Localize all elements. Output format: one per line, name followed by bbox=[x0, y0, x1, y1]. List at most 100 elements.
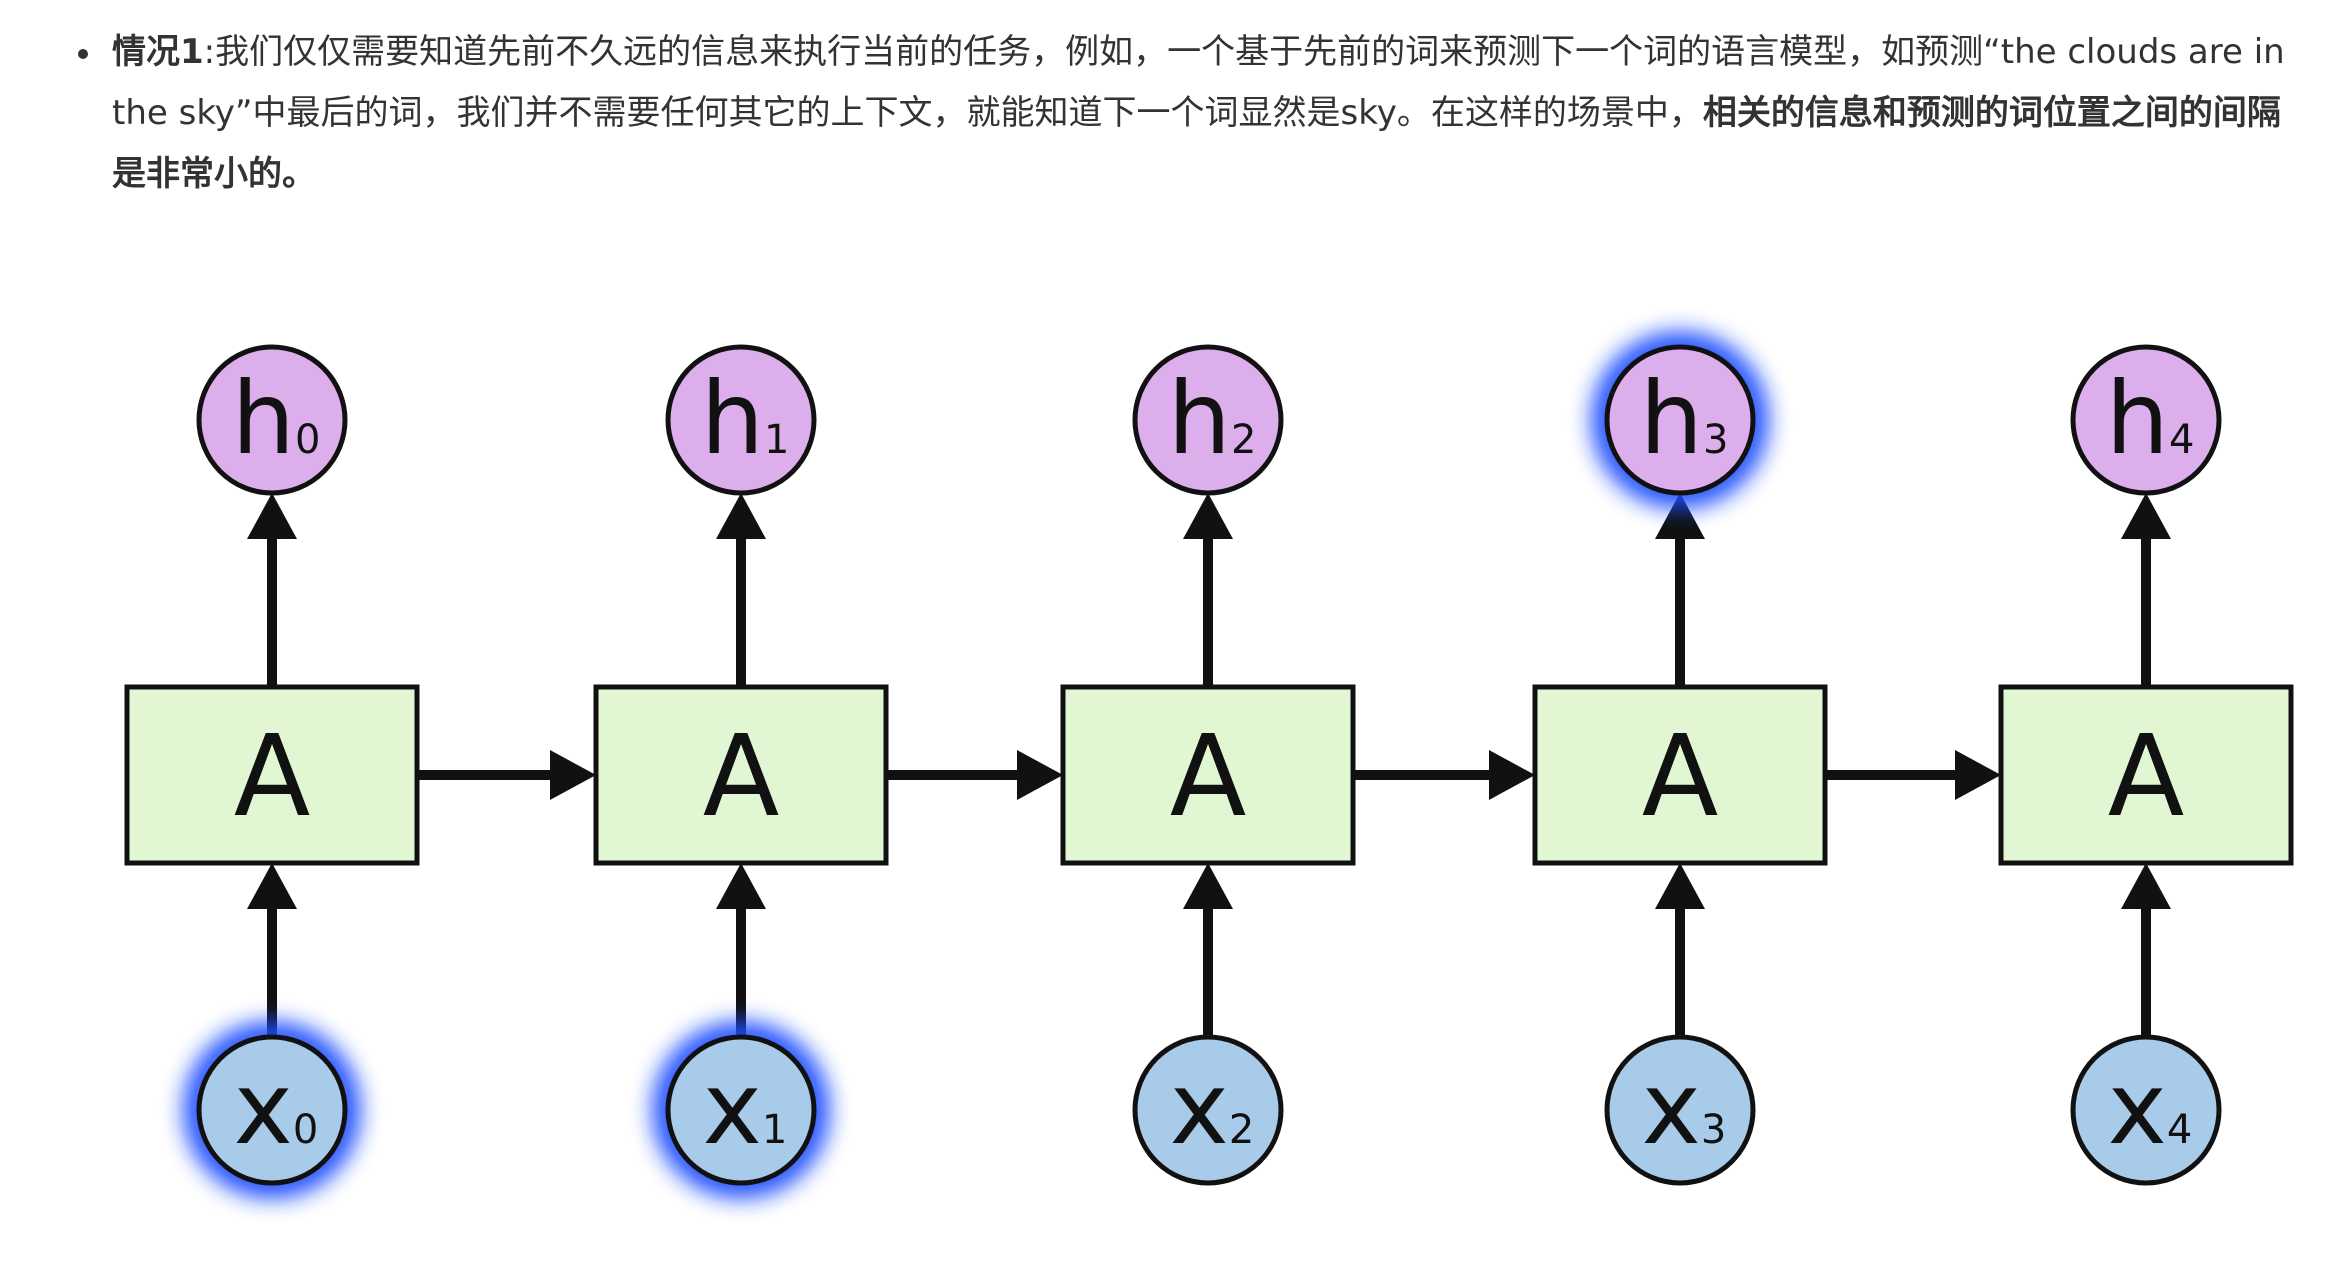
rnn-cell-1: A bbox=[593, 684, 889, 866]
node-label-subscript: 4 bbox=[2167, 1107, 2192, 1153]
arrow-head bbox=[550, 750, 596, 800]
arrow-head bbox=[716, 863, 766, 909]
node-label-subscript: 1 bbox=[764, 417, 789, 463]
arrow-head bbox=[2121, 493, 2171, 539]
node-label-base: h bbox=[1168, 360, 1231, 477]
arrow-head bbox=[1183, 863, 1233, 909]
case-label: 情况1 bbox=[112, 32, 204, 72]
node-circle bbox=[1132, 344, 1284, 496]
arrow-head bbox=[2121, 863, 2171, 909]
node-label-base: h bbox=[1640, 360, 1703, 477]
input-node-x2: x2 bbox=[1132, 1034, 1284, 1186]
arrow-to-output-0 bbox=[247, 493, 297, 687]
node-circle bbox=[665, 344, 817, 496]
node-label: x0 bbox=[234, 1050, 319, 1167]
cell-label: A bbox=[2108, 712, 2185, 842]
arrow-to-output-3 bbox=[1655, 493, 1705, 687]
arrow-from-input-4 bbox=[2121, 863, 2171, 1037]
node-label: x4 bbox=[2108, 1050, 2193, 1167]
cell-label: A bbox=[1170, 712, 1247, 842]
node-label: x3 bbox=[1642, 1050, 1727, 1167]
arrow-head bbox=[1655, 863, 1705, 909]
cell-box bbox=[124, 684, 420, 866]
arrow-head bbox=[1655, 493, 1705, 539]
cell-box bbox=[1060, 684, 1356, 866]
recurrent-arrow-1 bbox=[886, 750, 1063, 800]
node-label: h2 bbox=[1168, 360, 1257, 477]
arrow-from-input-3 bbox=[1655, 863, 1705, 1037]
node-circle bbox=[1604, 344, 1756, 496]
node-label-base: x bbox=[1642, 1050, 1701, 1167]
arrow-to-output-2 bbox=[1183, 493, 1233, 687]
node-label-base: h bbox=[2106, 360, 2169, 477]
output-node-h4: h4 bbox=[2070, 344, 2222, 496]
cell-box bbox=[593, 684, 889, 866]
node-circle bbox=[1604, 1034, 1756, 1186]
bullet-dot bbox=[78, 49, 88, 59]
node-label-subscript: 2 bbox=[1231, 417, 1256, 463]
recurrent-arrow-3 bbox=[1825, 750, 2001, 800]
node-label: x2 bbox=[1170, 1050, 1255, 1167]
node-label-base: x bbox=[703, 1050, 762, 1167]
arrow-from-input-2 bbox=[1183, 863, 1233, 1037]
node-circle bbox=[1132, 1034, 1284, 1186]
arrow-head bbox=[1183, 493, 1233, 539]
connection-layer bbox=[247, 493, 2171, 1037]
node-circle bbox=[665, 1034, 817, 1186]
rnn-cell-3: A bbox=[1532, 684, 1828, 866]
arrow-head bbox=[247, 493, 297, 539]
output-node-h2: h2 bbox=[1132, 344, 1284, 496]
node-label-base: x bbox=[2108, 1050, 2167, 1167]
rnn-cell-0: A bbox=[124, 684, 420, 866]
output-node-h3: h3 bbox=[1591, 331, 1769, 509]
node-label: h0 bbox=[232, 360, 321, 477]
input-node-x3: x3 bbox=[1604, 1034, 1756, 1186]
rnn-cell-4: A bbox=[1998, 684, 2294, 866]
input-node-x4: x4 bbox=[2070, 1034, 2222, 1186]
input-node-x1: x1 bbox=[652, 1021, 830, 1199]
node-label: x1 bbox=[703, 1050, 788, 1167]
arrow-to-output-1 bbox=[716, 493, 766, 687]
node-label-subscript: 2 bbox=[1229, 1107, 1254, 1153]
arrow-head bbox=[1017, 750, 1063, 800]
arrow-head bbox=[247, 863, 297, 909]
node-label-subscript: 4 bbox=[2169, 417, 2194, 463]
node-circle bbox=[2070, 1034, 2222, 1186]
node-label: h4 bbox=[2106, 360, 2195, 477]
recurrent-arrow-0 bbox=[417, 750, 596, 800]
arrow-from-input-0 bbox=[247, 863, 297, 1037]
node-label: h3 bbox=[1640, 360, 1729, 477]
node-label-subscript: 3 bbox=[1701, 1107, 1726, 1153]
output-node-h1: h1 bbox=[665, 344, 817, 496]
cell-box bbox=[1998, 684, 2294, 866]
node-label-subscript: 3 bbox=[1703, 417, 1728, 463]
arrow-to-output-4 bbox=[2121, 493, 2171, 687]
cell-label: A bbox=[234, 712, 311, 842]
bullet-list: 情况1:我们仅仅需要知道先前不久远的信息来执行当前的任务，例如，一个基于先前的词… bbox=[54, 22, 2294, 205]
recurrent-arrow-2 bbox=[1353, 750, 1535, 800]
node-label-base: h bbox=[701, 360, 764, 477]
case-emphasis: 相关的信息和预测的词位置之间的间隔是非常小的。 bbox=[112, 93, 2281, 194]
arrow-from-input-1 bbox=[716, 863, 766, 1037]
input-node-x0: x0 bbox=[183, 1021, 361, 1199]
node-label-base: x bbox=[234, 1050, 293, 1167]
node-circle bbox=[196, 344, 348, 496]
case-text: :我们仅仅需要知道先前不久远的信息来执行当前的任务，例如，一个基于先前的词来预测… bbox=[112, 32, 2285, 133]
bullet-item: 情况1:我们仅仅需要知道先前不久远的信息来执行当前的任务，例如，一个基于先前的词… bbox=[54, 22, 2294, 205]
node-label-base: h bbox=[232, 360, 295, 477]
cell-label: A bbox=[1642, 712, 1719, 842]
arrow-head bbox=[1489, 750, 1535, 800]
output-node-h0: h0 bbox=[196, 344, 348, 496]
cell-label: A bbox=[703, 712, 780, 842]
node-circle bbox=[2070, 344, 2222, 496]
node-label: h1 bbox=[701, 360, 790, 477]
arrow-head bbox=[1955, 750, 2001, 800]
node-label-subscript: 0 bbox=[293, 1107, 318, 1153]
cell-box bbox=[1532, 684, 1828, 866]
node-label-base: x bbox=[1170, 1050, 1229, 1167]
node-label-subscript: 0 bbox=[295, 417, 320, 463]
rnn-cell-2: A bbox=[1060, 684, 1356, 866]
